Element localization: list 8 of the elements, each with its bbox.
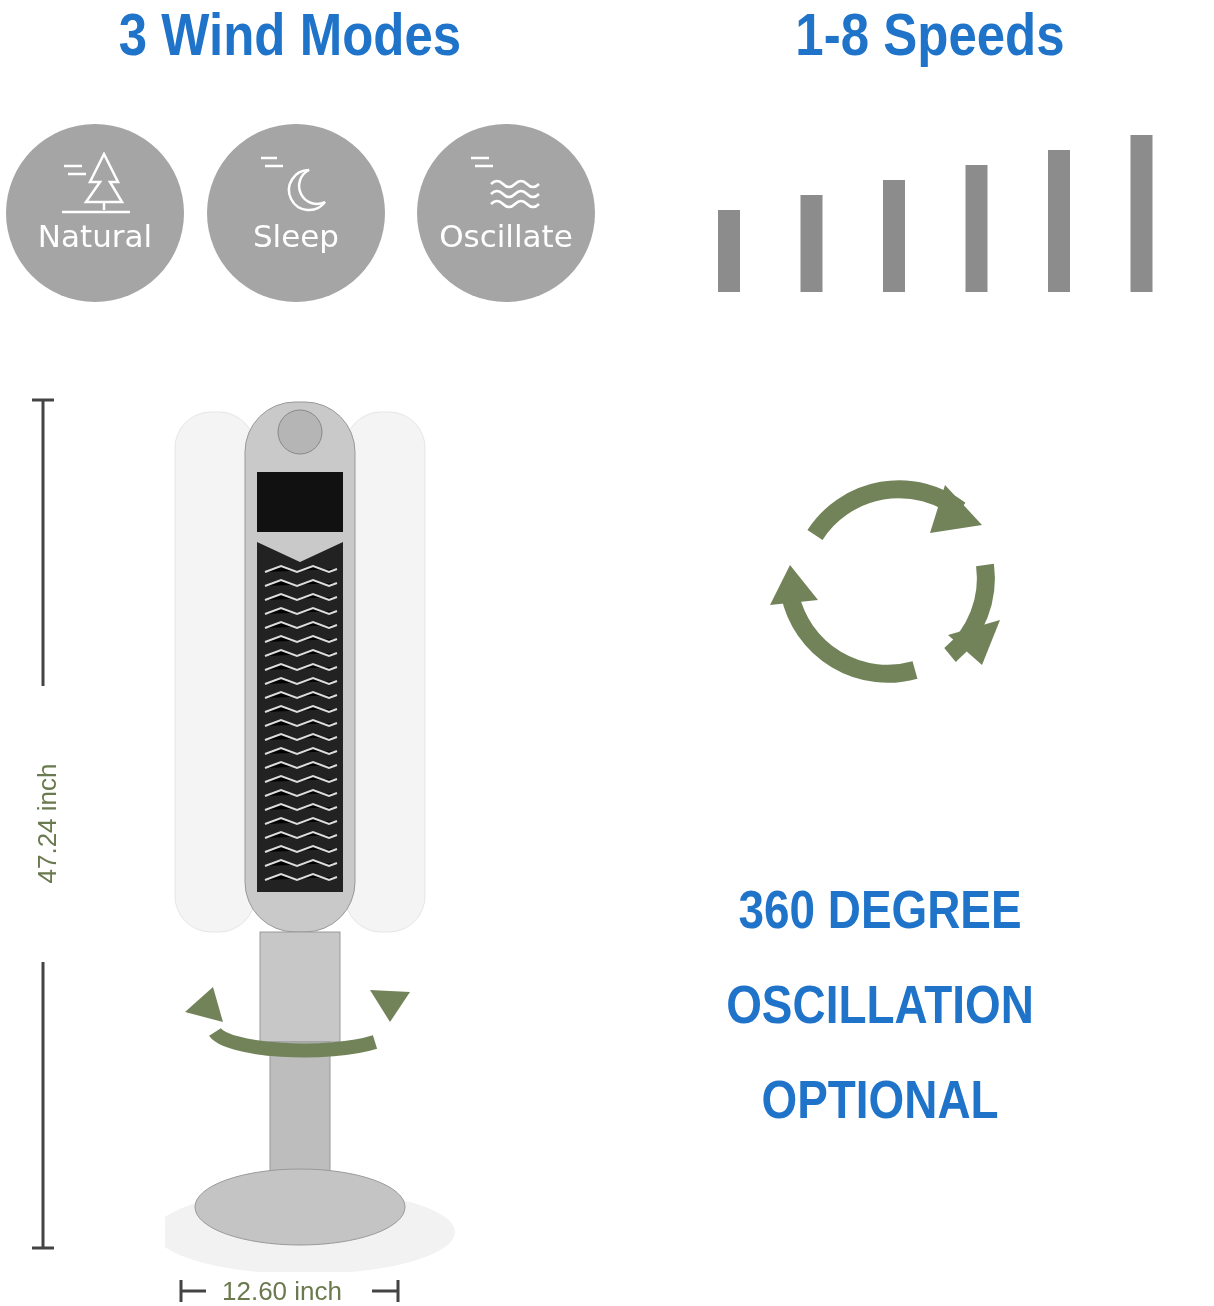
dimension-label: 12.60 inch [222,1276,342,1306]
mode-label: Oscillate [438,218,574,254]
feature-text: 360 DEGREE OSCILLATION OPTIONAL [725,878,1035,1131]
heading: 3 Wind Modes [117,0,463,69]
mode-label: Sleep [251,218,341,254]
dimension-label: 47.24 inch [32,763,64,884]
mode-label: Natural [36,218,154,254]
heading: 1-8 Speeds [794,0,1066,69]
